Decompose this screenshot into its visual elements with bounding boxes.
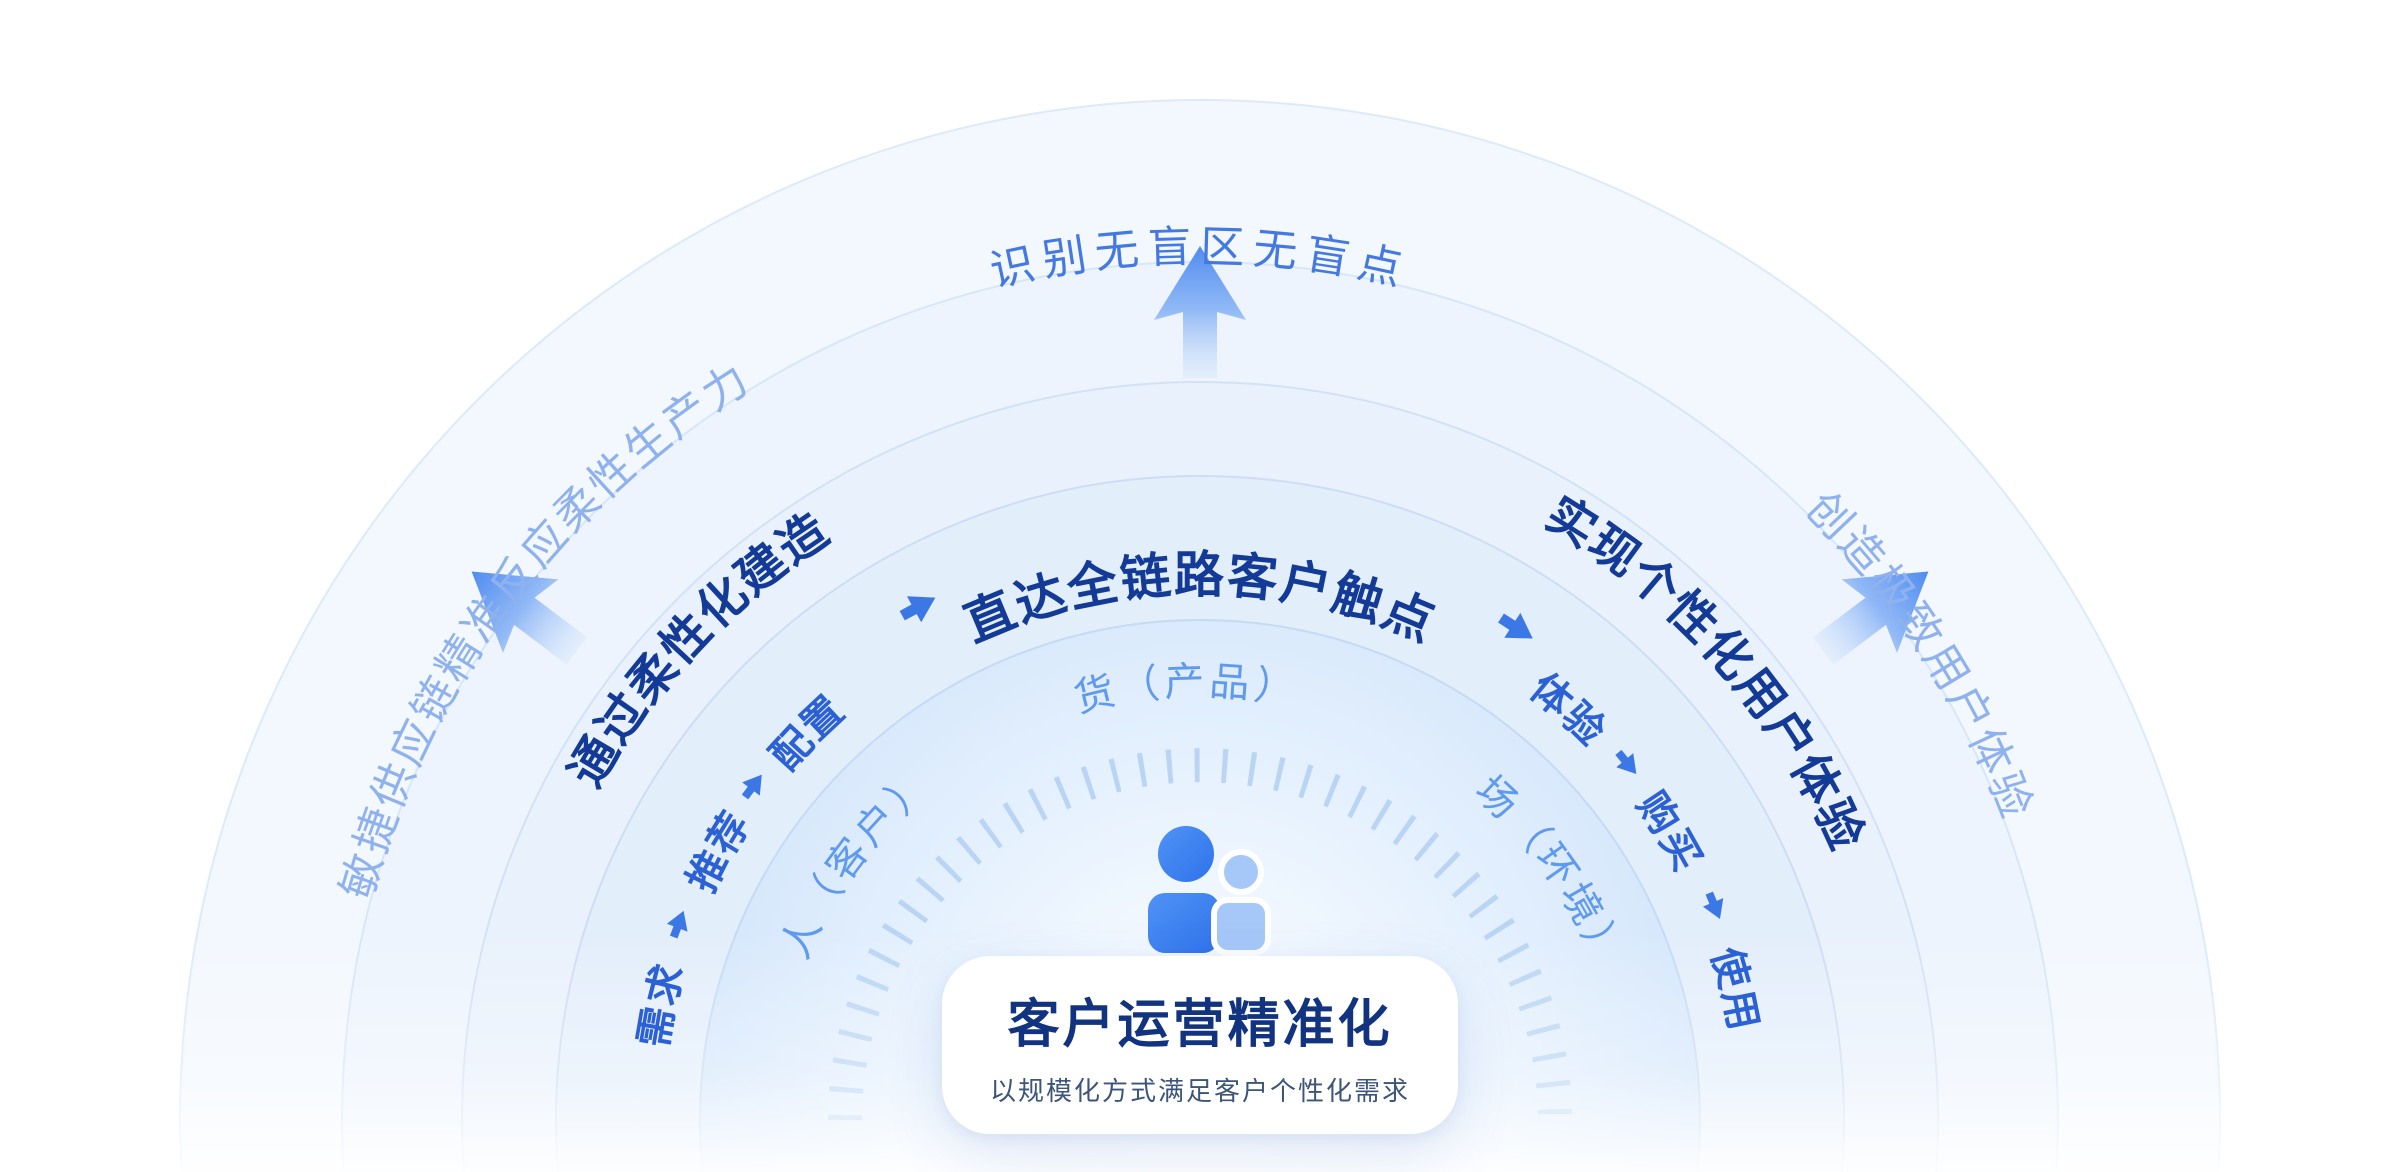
user-primary-head — [1158, 826, 1214, 882]
user-primary-body — [1148, 893, 1220, 953]
users-icon — [1148, 826, 1271, 956]
center-card: 客户运营精准化 以规模化方式满足客户个性化需求 — [942, 956, 1458, 1134]
center-card-title: 客户运营精准化 — [1007, 995, 1393, 1055]
center-card-subtitle: 以规模化方式满足客户个性化需求 — [989, 1077, 1410, 1107]
user-secondary-head — [1218, 849, 1264, 895]
user-secondary-body — [1211, 897, 1271, 956]
